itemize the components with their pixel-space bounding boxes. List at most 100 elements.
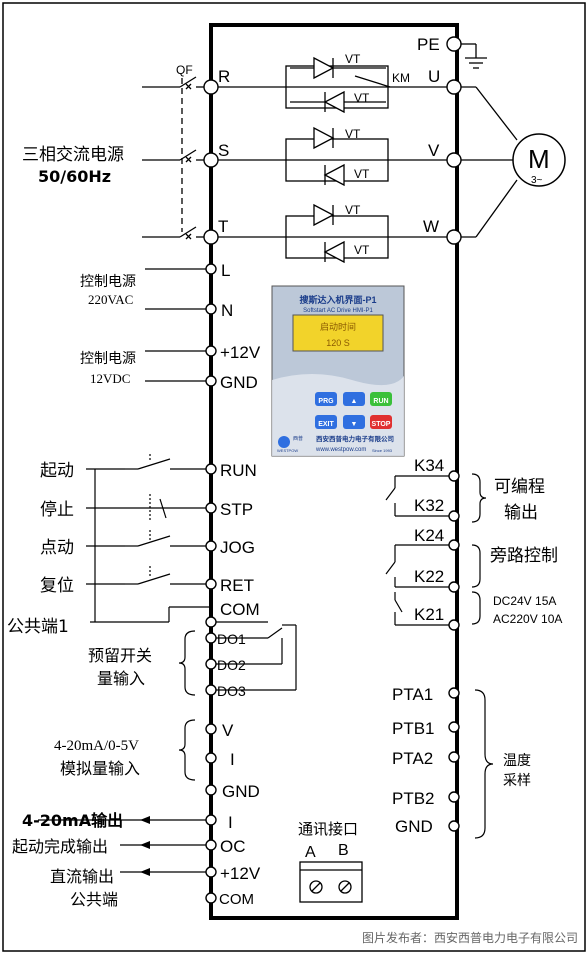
programmable-1: 可编程 (494, 477, 545, 497)
terminal-k24 (448, 539, 460, 551)
terminal-gnd (205, 375, 217, 387)
label-s: S (218, 141, 229, 160)
hmi-up-text: ▲ (351, 398, 358, 405)
hmi-exit-text: EXIT (318, 421, 334, 428)
hmi-stop-text: STOP (372, 421, 391, 428)
label-v-out: V (428, 141, 440, 160)
label-do2: DO2 (217, 657, 246, 673)
vt-label-3: VT (345, 127, 361, 141)
terminals-right-circles (446, 36, 462, 832)
terminal-12v (205, 345, 217, 357)
label-jog: JOG (220, 538, 255, 557)
label-pta1: PTA1 (392, 685, 433, 704)
left-terminal-labels: R S T L N +12V GND RUN STP JOG RET COM D… (217, 67, 261, 908)
km-label: KM (392, 71, 410, 85)
hmi-run-key[interactable] (370, 392, 392, 406)
hmi-prg-key[interactable] (315, 392, 337, 406)
right-terminal-labels: PE U V W K34 K32 K24 K22 K21 PTA1 PTB1 P… (392, 35, 444, 836)
control-power-2-value: 12VDC (90, 371, 130, 386)
terminal-l (205, 263, 217, 275)
hmi-company: 西安西普电力电子有限公司 (316, 434, 394, 443)
label-w: W (423, 217, 439, 236)
label-k21: K21 (414, 605, 444, 624)
port-b-label: B (338, 842, 349, 859)
rating-dc: DC24V 15A (493, 594, 556, 608)
terminal-k34 (448, 470, 460, 482)
label-12v: +12V (220, 343, 261, 362)
reset-label: 复位 (40, 576, 74, 596)
hmi-up-key[interactable] (343, 392, 365, 406)
hmi-website: www.westpow.com (315, 447, 366, 453)
output-arrows (140, 816, 150, 876)
label-stp: STP (220, 500, 253, 519)
terminal-stp (205, 502, 217, 514)
label-do3: DO3 (217, 683, 246, 699)
terminal-pe (446, 36, 462, 52)
hmi-since: Since 1993 (372, 448, 393, 453)
motor-label: M (528, 144, 550, 174)
terminal-s (203, 152, 219, 168)
qf-label: QF (176, 63, 193, 77)
label-run: RUN (220, 461, 257, 480)
hmi-brand-en: WESTPOW (277, 448, 298, 453)
thyristor-s2 (323, 163, 345, 187)
westpow-logo (278, 436, 290, 448)
common-1-label: 公共端1 (7, 617, 69, 637)
power-section (142, 43, 518, 259)
terminal-pta1 (448, 687, 460, 699)
label-pta2: PTA2 (392, 749, 433, 768)
terminal-u (446, 79, 462, 95)
label-k34: K34 (414, 456, 444, 475)
terminal-pta2 (448, 751, 460, 763)
jog-label: 点动 (40, 538, 74, 558)
thyristors (290, 56, 386, 264)
terminals-left-circles (203, 79, 219, 904)
reserved-switch-1: 预留开关 (88, 646, 152, 665)
dc-out-2: 公共端 (70, 890, 118, 909)
vt-label-4: VT (354, 167, 370, 181)
dc-out-1: 直流输出 (50, 867, 114, 886)
terminal-v (446, 152, 462, 168)
footer-credit: 图片发布者：西安西普电力电子有限公司 (362, 930, 578, 945)
terminal-do3 (205, 684, 217, 696)
terminal-run (205, 463, 217, 475)
hmi-run-text: RUN (373, 398, 388, 405)
programmable-2: 输出 (504, 503, 538, 523)
hmi-exit-key[interactable] (315, 415, 337, 429)
terminal-jog (205, 540, 217, 552)
hmi-prg-text: PRG (318, 398, 334, 405)
comm-port-label: 通讯接口 (298, 820, 358, 838)
terminal-i-out (205, 814, 217, 826)
label-oc: OC (220, 837, 246, 856)
label-k22: K22 (414, 567, 444, 586)
terminal-r (203, 79, 219, 95)
label-l: L (221, 261, 230, 280)
motor-symbol (512, 133, 566, 187)
stop-label: 停止 (40, 500, 74, 520)
vt-label-6: VT (354, 243, 370, 257)
hmi-title: 搜斯达入机界面-P1 (299, 294, 376, 305)
right-side-labels: 可编程 输出 旁路控制 DC24V 15A AC220V 10A 温度 采样 通… (298, 477, 562, 861)
terminal-ret (205, 578, 217, 590)
terminal-do1 (205, 632, 217, 644)
terminal-com2 (205, 892, 217, 904)
label-ptb2: PTB2 (392, 789, 435, 808)
start-label: 起动 (40, 461, 74, 481)
terminal-12v2 (205, 866, 217, 878)
comm-port (299, 861, 363, 903)
hmi-texts: 搜斯达入机界面-P1 Softstart AC Drive HMI-P1 启动时… (277, 294, 394, 453)
vt-label-1: VT (345, 52, 361, 66)
terminal-ptb2 (448, 791, 460, 803)
label-do1: DO1 (217, 631, 246, 647)
label-com: COM (220, 600, 260, 619)
label-i: I (230, 750, 235, 769)
reserved-switch-2: 量输入 (97, 669, 145, 688)
control-power-1-value: 220VAC (88, 292, 133, 307)
label-v: V (222, 721, 234, 740)
hmi-down-key[interactable] (343, 415, 365, 429)
vt-label-5: VT (345, 203, 361, 217)
label-k32: K32 (414, 496, 444, 515)
hmi-stop-key[interactable] (370, 415, 392, 429)
